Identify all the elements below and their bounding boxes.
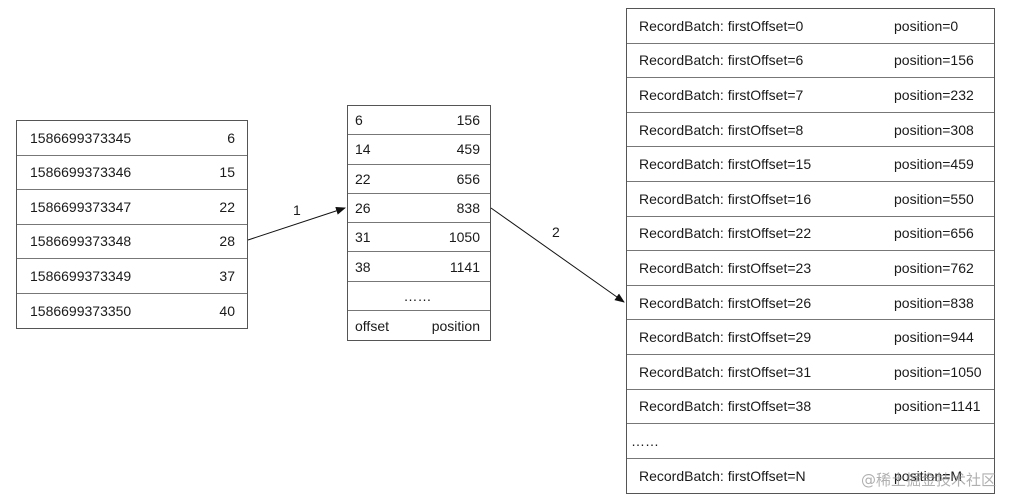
ellipsis-text: …… [631, 432, 659, 449]
batch-cell: RecordBatch: firstOffset=22 [639, 225, 812, 242]
offset-index-row: 22 656 [348, 165, 490, 194]
batch-cell: RecordBatch: firstOffset=16 [639, 190, 812, 207]
timestamp-cell: 1586699373350 [30, 302, 132, 319]
log-segment-table: RecordBatch: firstOffset=0 position=0 Re… [626, 8, 995, 495]
offset-cell: 15 [219, 164, 235, 181]
batch-cell: RecordBatch: firstOffset=N [639, 468, 806, 485]
offset-cell: 40 [219, 302, 235, 319]
position-cell: position=459 [894, 156, 974, 173]
position-cell: position=944 [894, 329, 974, 346]
ellipsis-text: …… [403, 287, 432, 304]
offset-cell: 28 [219, 233, 235, 250]
offset-index-footer-row: offset position [348, 311, 490, 340]
position-cell: position=0 [894, 17, 959, 34]
batch-cell: RecordBatch: firstOffset=26 [639, 294, 812, 311]
record-batch-row: RecordBatch: firstOffset=38 position=114… [627, 390, 994, 425]
offset-cell: 31 [355, 229, 371, 246]
log-segment-ellipsis-row: …… [627, 424, 994, 459]
time-index-row: 1586699373347 22 [17, 190, 247, 225]
record-batch-row: RecordBatch: firstOffset=31 position=105… [627, 355, 994, 390]
timestamp-cell: 1586699373345 [30, 129, 132, 146]
batch-cell: RecordBatch: firstOffset=23 [639, 259, 812, 276]
batch-cell: RecordBatch: firstOffset=6 [639, 52, 804, 69]
record-batch-row: RecordBatch: firstOffset=7 position=232 [627, 78, 994, 113]
position-cell: 459 [456, 141, 480, 158]
record-batch-row: RecordBatch: firstOffset=29 position=944 [627, 320, 994, 355]
batch-cell: RecordBatch: firstOffset=38 [639, 398, 812, 415]
timestamp-cell: 1586699373347 [30, 198, 132, 215]
time-index-row: 1586699373350 40 [17, 294, 247, 329]
offset-cell: 26 [355, 200, 371, 217]
offset-cell: 6 [227, 129, 235, 146]
record-batch-row: RecordBatch: firstOffset=15 position=459 [627, 147, 994, 182]
timestamp-cell: 1586699373346 [30, 164, 132, 181]
offset-cell: 37 [219, 267, 235, 284]
offset-index-ellipsis-row: …… [348, 282, 490, 312]
timestamp-cell: 1586699373349 [30, 267, 132, 284]
record-batch-row: RecordBatch: firstOffset=8 position=308 [627, 113, 994, 148]
watermark-text: @稀土掘金技术社区 [860, 471, 996, 489]
batch-cell: RecordBatch: firstOffset=7 [639, 86, 804, 103]
offset-index-row: 14 459 [348, 135, 490, 165]
record-batch-row: RecordBatch: firstOffset=0 position=0 [627, 9, 994, 44]
offset-index-row: 31 1050 [348, 223, 490, 253]
record-batch-row: RecordBatch: firstOffset=26 position=838 [627, 286, 994, 321]
arrow-1-label: 1 [293, 202, 301, 218]
position-cell: 156 [456, 112, 480, 129]
position-cell: position=156 [894, 52, 974, 69]
offset-index-row: 26 838 [348, 194, 490, 224]
offset-index-table: 6 156 14 459 22 656 26 838 31 1050 38 11… [347, 105, 491, 342]
batch-cell: RecordBatch: firstOffset=31 [639, 363, 812, 380]
position-cell: position=762 [894, 259, 974, 276]
time-index-row: 1586699373349 37 [17, 259, 247, 294]
position-cell: 1141 [449, 258, 480, 275]
position-cell: position=550 [894, 190, 974, 207]
offset-index-row: 38 1141 [348, 252, 490, 282]
offset-cell: 6 [355, 112, 363, 129]
offset-cell: 38 [355, 258, 371, 275]
time-index-table: 1586699373345 6 1586699373346 15 1586699… [16, 120, 248, 329]
position-cell: position=308 [894, 121, 974, 138]
arrow-offsetindex-to-logsegment [490, 207, 625, 303]
batch-cell: RecordBatch: firstOffset=0 [639, 17, 804, 34]
position-cell: position=1050 [894, 363, 982, 380]
position-column-label: position [431, 317, 480, 334]
time-index-row: 1586699373346 15 [17, 156, 247, 190]
position-cell: 1050 [448, 229, 480, 246]
record-batch-row: RecordBatch: firstOffset=23 position=762 [627, 251, 994, 286]
position-cell: position=656 [894, 225, 974, 242]
batch-cell: RecordBatch: firstOffset=29 [639, 329, 812, 346]
offset-cell: 14 [355, 141, 371, 158]
timestamp-cell: 1586699373348 [30, 233, 132, 250]
position-cell: 656 [456, 170, 480, 187]
time-index-row: 1586699373348 28 [17, 225, 247, 259]
record-batch-row: RecordBatch: firstOffset=22 position=656 [627, 217, 994, 252]
time-index-row: 1586699373345 6 [17, 121, 247, 156]
offset-column-label: offset [355, 317, 389, 334]
record-batch-row-last: RecordBatch: firstOffset=N position=M [627, 459, 994, 494]
arrow-2-label: 2 [552, 224, 560, 240]
position-cell: 838 [456, 200, 480, 217]
position-cell: position=838 [894, 294, 974, 311]
position-cell: position=232 [894, 86, 974, 103]
batch-cell: RecordBatch: firstOffset=15 [639, 156, 812, 173]
offset-cell: 22 [355, 170, 371, 187]
offset-cell: 22 [219, 198, 235, 215]
position-cell: position=M [894, 468, 963, 485]
offset-index-row: 6 156 [348, 106, 490, 136]
batch-cell: RecordBatch: firstOffset=8 [639, 121, 804, 138]
record-batch-row: RecordBatch: firstOffset=16 position=550 [627, 182, 994, 217]
record-batch-row: RecordBatch: firstOffset=6 position=156 [627, 44, 994, 79]
position-cell: position=1141 [894, 398, 981, 415]
